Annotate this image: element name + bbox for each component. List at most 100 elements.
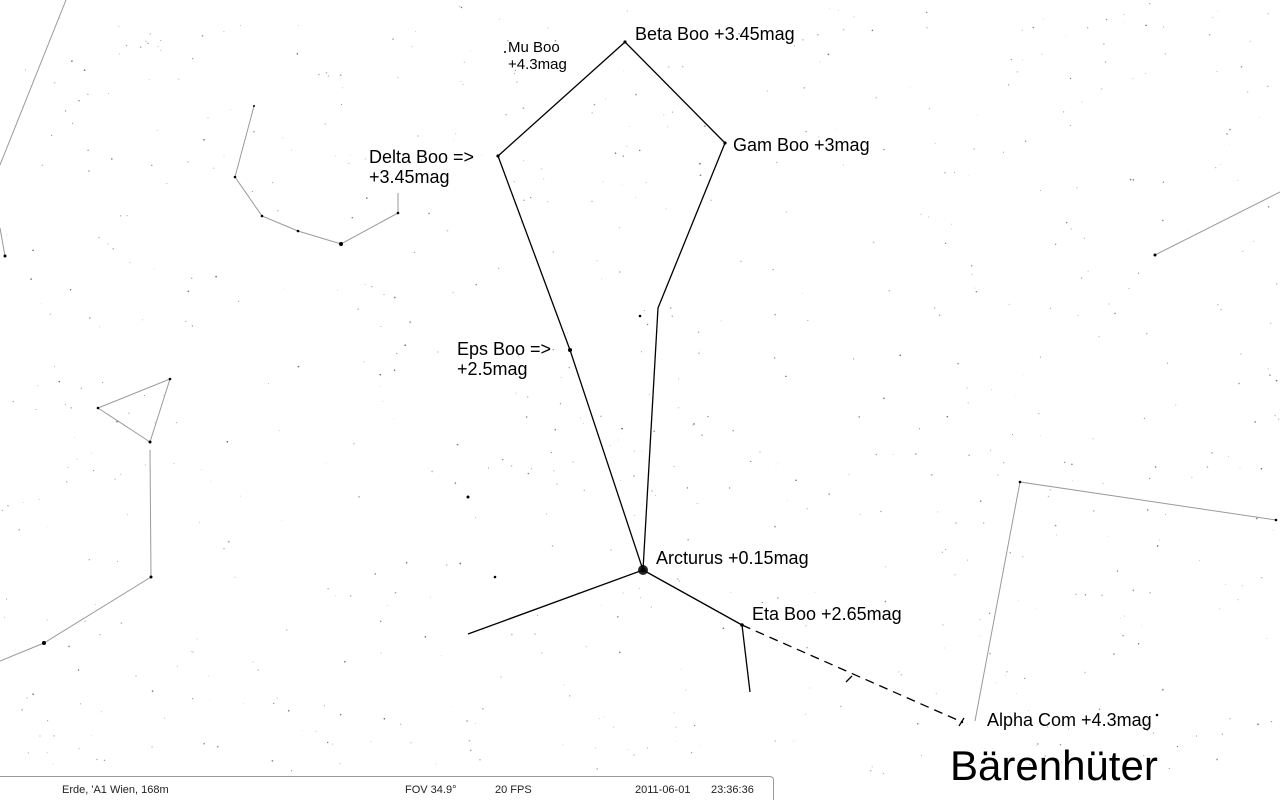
faint-star: [1122, 635, 1124, 637]
faint-star: [257, 669, 259, 671]
faint-star: [1238, 382, 1240, 385]
faint-star: [1129, 178, 1132, 181]
faint-star: [979, 635, 981, 637]
faint-star: [1145, 24, 1147, 27]
faint-star: [805, 130, 807, 133]
faint-star: [814, 591, 816, 593]
faint-star: [287, 709, 290, 712]
faint-star: [67, 466, 69, 468]
faint-star: [663, 114, 665, 116]
faint-star: [1054, 243, 1057, 245]
faint-star: [655, 495, 656, 497]
faint-star: [610, 549, 612, 551]
faint-star: [160, 49, 162, 51]
faint-star: [568, 366, 571, 369]
star-beta-boo: [623, 40, 627, 44]
faint-star: [857, 142, 859, 144]
faint-star: [474, 722, 476, 724]
faint-star: [410, 742, 412, 744]
faint-star: [541, 652, 543, 654]
faint-star: [371, 285, 373, 288]
faint-star: [176, 665, 178, 667]
faint-star: [601, 278, 602, 280]
faint-star: [27, 752, 29, 754]
faint-star: [369, 327, 370, 329]
star: [260, 214, 264, 218]
faint-star: [1011, 433, 1014, 436]
constellation-line: [974, 481, 1277, 722]
faint-star: [805, 713, 806, 715]
faint-star: [283, 288, 284, 290]
faint-star: [957, 362, 960, 365]
faint-star: [482, 707, 484, 710]
faint-star: [1002, 151, 1005, 153]
faint-star: [153, 268, 155, 270]
faint-star: [634, 514, 636, 517]
faint-star: [928, 216, 929, 218]
star: [42, 641, 46, 645]
faint-star: [466, 720, 468, 722]
faint-star: [1152, 732, 1154, 734]
faint-star: [1105, 18, 1108, 21]
faint-star: [281, 520, 283, 522]
status-bar[interactable]: Erde, 'A1 Wien, 168m FOV 34.9° 20 FPS 20…: [0, 776, 774, 800]
faint-star: [875, 608, 878, 611]
faint-star: [276, 697, 278, 699]
faint-star: [750, 460, 752, 463]
star: [253, 105, 255, 107]
faint-star: [1149, 3, 1151, 5]
faint-star: [522, 346, 524, 349]
constellation-line: [0, 0, 67, 166]
status-fov: FOV 34.9°: [405, 784, 457, 796]
faint-star: [114, 478, 116, 480]
faint-star: [429, 596, 431, 598]
faint-star: [728, 487, 731, 489]
faint-star: [1142, 754, 1145, 757]
faint-star: [1108, 303, 1110, 305]
faint-star: [125, 44, 128, 47]
faint-star: [1276, 283, 1278, 285]
faint-star: [22, 501, 24, 503]
faint-star: [58, 380, 61, 383]
faint-star: [698, 352, 700, 355]
faint-star: [807, 319, 809, 322]
star: [1274, 518, 1278, 522]
faint-star: [1146, 729, 1149, 731]
faint-star: [177, 78, 180, 81]
faint-star: [1229, 128, 1231, 131]
faint-star: [88, 559, 90, 561]
faint-star: [191, 325, 194, 327]
faint-star: [622, 155, 624, 157]
faint-star: [776, 597, 779, 599]
faint-star: [95, 603, 96, 605]
faint-star: [87, 149, 89, 151]
faint-star: [935, 692, 937, 695]
faint-star: [129, 261, 131, 263]
faint-star: [1225, 584, 1226, 585]
faint-star: [1164, 513, 1166, 516]
faint-star: [151, 746, 153, 748]
faint-star: [1221, 733, 1224, 735]
faint-star: [358, 496, 360, 498]
faint-star: [694, 724, 696, 727]
faint-star: [677, 578, 679, 580]
faint-star: [842, 28, 845, 31]
faint-star: [47, 527, 48, 529]
faint-star: [382, 400, 384, 402]
faint-star: [537, 614, 539, 616]
faint-star: [334, 155, 336, 157]
faint-star: [156, 129, 158, 131]
faint-star: [118, 53, 120, 55]
faint-star: [1124, 615, 1126, 617]
line-arcturus-eta: [642, 569, 743, 626]
line-eta-south: [741, 624, 751, 693]
faint-star: [853, 358, 855, 360]
faint-star: [339, 763, 341, 765]
faint-star: [1063, 111, 1065, 113]
faint-star: [786, 500, 788, 502]
faint-star: [649, 394, 651, 396]
label-mu-boo: Mu Boo +4.3mag: [508, 39, 567, 73]
faint-star: [498, 18, 500, 20]
line-delta-eps: [497, 155, 571, 351]
